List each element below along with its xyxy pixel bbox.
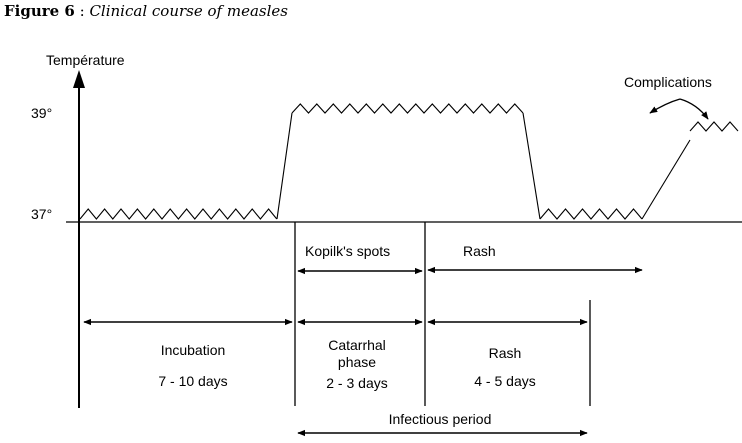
figure-title: Figure 6 : Clinical course of measles (4, 2, 288, 20)
rash-top-label: Rash (463, 243, 496, 259)
rash-phase-label: Rash (489, 345, 522, 361)
incubation-label: Incubation (161, 342, 226, 358)
kopliks-spots-label: Kopilk's spots (305, 243, 390, 259)
y-axis-label: Température (46, 52, 125, 68)
tick-label-37: 37° (31, 206, 52, 222)
temperature-complication-rise (641, 139, 691, 220)
figure-caption: Clinical course of measles (89, 2, 288, 20)
temperature-zigzag-recovery (539, 208, 643, 220)
temperature-rise-line (276, 112, 293, 220)
title-separator: : (74, 2, 90, 20)
rash-phase-duration: 4 - 5 days (474, 373, 535, 389)
temperature-zigzag-fever (291, 103, 524, 114)
complications-arrow-right (679, 98, 709, 120)
temperature-zigzag-complications (689, 121, 739, 132)
incubation-duration: 7 - 10 days (158, 373, 227, 389)
complications-label: Complications (624, 74, 712, 90)
complications-arrow-left (649, 98, 681, 114)
figure-number: Figure 6 (4, 2, 75, 20)
catarrhal-label-line1: Catarrhal (328, 337, 386, 353)
temperature-zigzag-incubation (79, 208, 278, 220)
catarrhal-label-line2: phase (338, 354, 376, 370)
catarrhal-duration: 2 - 3 days (326, 375, 387, 391)
tick-label-39: 39° (31, 105, 52, 121)
infectious-period-label: Infectious period (389, 411, 492, 427)
temperature-fall-line (522, 112, 541, 220)
y-axis-arrowhead (73, 70, 85, 88)
